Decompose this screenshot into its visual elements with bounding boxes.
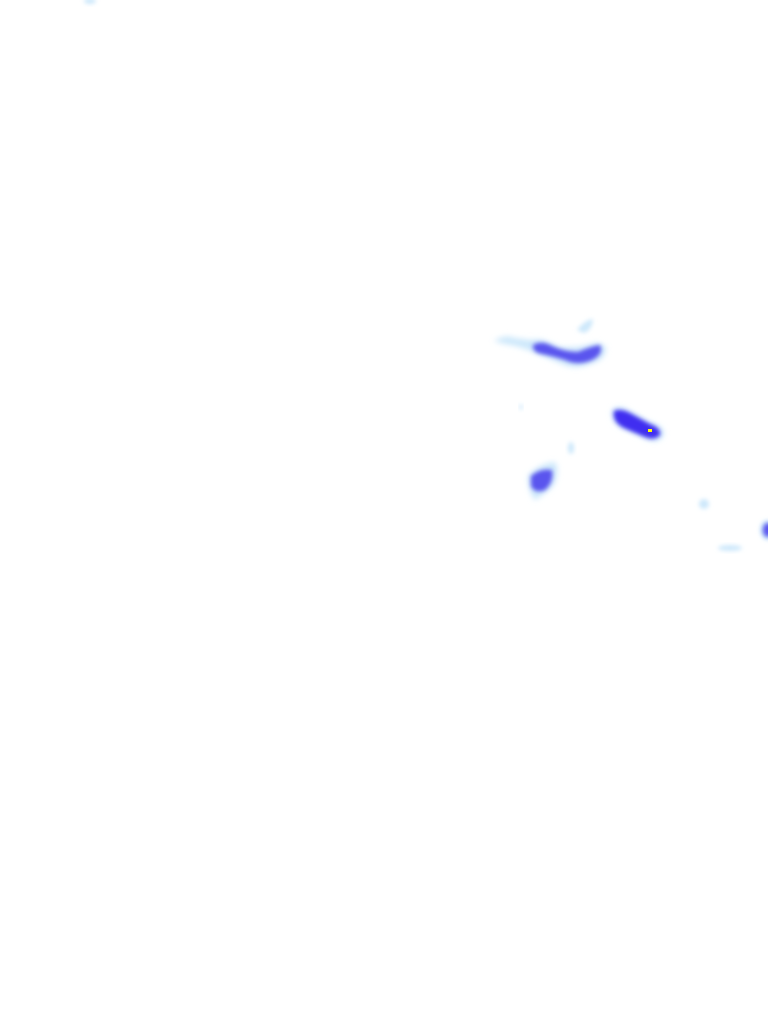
precip-cell-southwest [519,404,574,500]
precip-cell-center [611,407,664,442]
precip-cell-east [699,499,768,551]
precip-cell-top-left [84,0,96,4]
precip-cell-north [494,319,606,367]
peak-cell [648,429,652,432]
